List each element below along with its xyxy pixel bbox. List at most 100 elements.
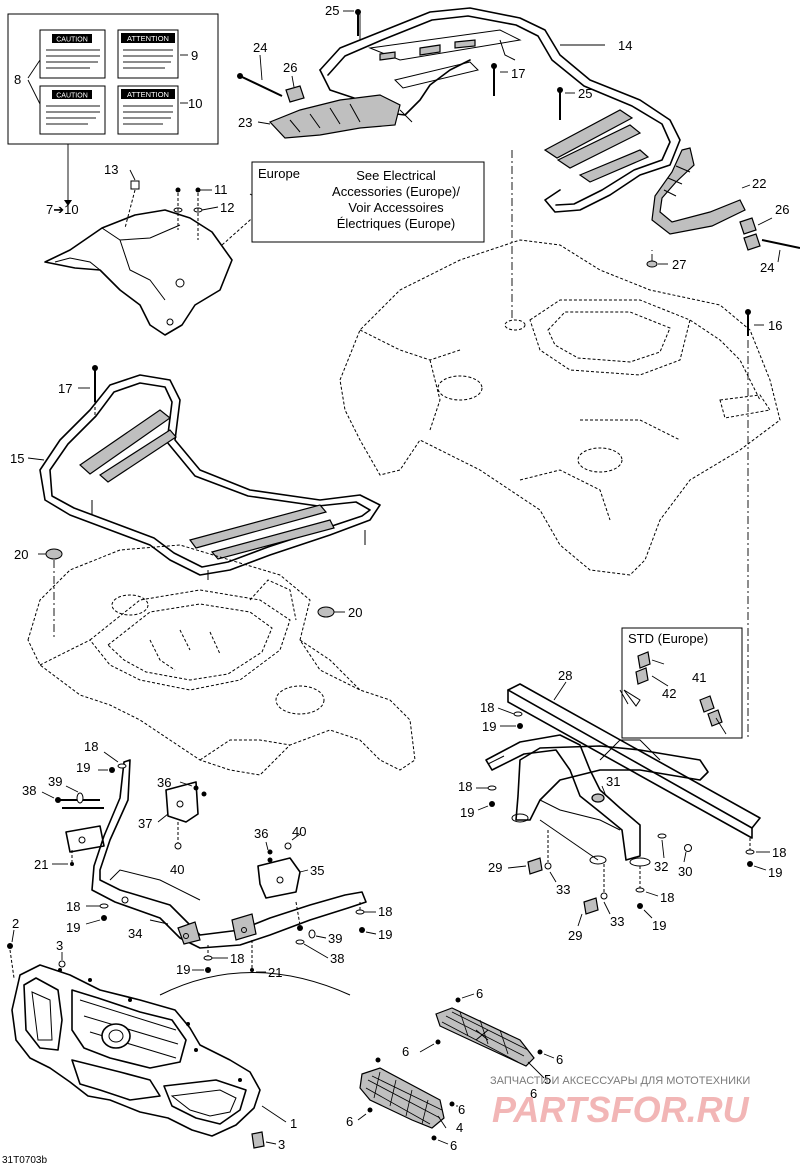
fastener-13 — [124, 169, 140, 229]
callout-24-right: 24 — [760, 260, 774, 275]
callout-6-c: 6 — [556, 1052, 563, 1067]
hardware-18-19-d — [355, 902, 377, 935]
callout-18-d: 18 — [378, 904, 392, 919]
bracket-35 — [257, 857, 309, 899]
callout-17-top: 17 — [511, 66, 525, 81]
callout-33-b: 33 — [610, 914, 624, 929]
front-fascia-part-1 — [11, 964, 351, 1137]
callout-14: 14 — [618, 38, 632, 53]
mesh-grille-5 — [435, 1007, 545, 1079]
screws-11-12 — [173, 187, 219, 240]
decal-panel: CAUTION ATTENTION CAUTION — [7, 13, 219, 206]
hardware-18-19-b — [85, 903, 109, 925]
callout-24-left: 24 — [253, 40, 267, 55]
callout-18-e: 18 — [480, 700, 494, 715]
callout-17-front: 17 — [58, 381, 72, 396]
grommet-27 — [646, 260, 668, 268]
bolt-38-left — [41, 791, 104, 809]
spacer-26-left — [285, 75, 305, 103]
callout-8: 8 — [14, 72, 21, 87]
bolt-25-right — [557, 87, 575, 120]
callout-29-b: 29 — [568, 928, 582, 943]
nut-40-right — [284, 833, 301, 850]
fasteners-30-32 — [657, 833, 692, 863]
callout-7-10: 7➔10 — [46, 202, 79, 217]
callout-9: 9 — [191, 48, 198, 63]
bolt-17-top — [491, 63, 508, 96]
clips-29-33 — [507, 830, 611, 927]
rear-bumper-28 — [485, 681, 761, 867]
grab-handle-22 — [651, 147, 751, 235]
hardware-18-19-f — [476, 785, 497, 811]
hardware-18-19-c — [192, 945, 228, 973]
callout-19-c: 19 — [176, 962, 190, 977]
decal-attention-1: ATTENTION — [117, 29, 179, 79]
callout-19-d: 19 — [378, 927, 392, 942]
callout-6-d: 6 — [530, 1086, 537, 1101]
callout-6-a: 6 — [476, 986, 483, 1001]
callout-19-g: 19 — [768, 865, 782, 880]
callout-18-g: 18 — [772, 845, 786, 860]
callout-39-right: 39 — [328, 931, 342, 946]
callout-42: 42 — [662, 686, 676, 701]
callout-41: 41 — [692, 670, 706, 685]
watermark-brand: PARTSFOR.RU — [492, 1089, 750, 1130]
callout-38-left: 38 — [22, 783, 36, 798]
rear-cover-part-7 — [44, 209, 233, 336]
callout-36-right: 36 — [254, 826, 268, 841]
callout-6-b: 6 — [402, 1044, 409, 1059]
screws-6 — [357, 993, 555, 1145]
callout-4: 4 — [456, 1120, 463, 1135]
callout-11: 11 — [214, 182, 228, 197]
hardware-18-19-h — [635, 866, 659, 919]
figure-code: 31T0703b — [2, 1155, 47, 1166]
callout-6-f: 6 — [346, 1114, 353, 1129]
fasteners-38-39-right — [295, 901, 329, 959]
callout-38-right: 38 — [330, 951, 344, 966]
bolt-24-right — [761, 239, 800, 263]
callout-26-left: 26 — [283, 60, 297, 75]
bolt-17-front — [78, 365, 98, 418]
washer-39-left — [65, 785, 84, 804]
callout-15: 15 — [10, 451, 24, 466]
callout-13: 13 — [104, 162, 118, 177]
callout-34: 34 — [128, 926, 142, 941]
front-fender-body — [27, 544, 416, 776]
screw-2 — [7, 929, 15, 979]
callout-3-bottom: 3 — [278, 1137, 285, 1152]
europe-heading: Europe — [258, 166, 300, 181]
bolt-21-bottom — [250, 940, 266, 973]
callout-21-bottom: 21 — [268, 965, 282, 980]
europe-line-3: Voir Accessoires — [348, 200, 444, 215]
std-europe-heading: STD (Europe) — [628, 631, 708, 646]
callout-27: 27 — [672, 257, 686, 272]
callout-18-c: 18 — [230, 951, 244, 966]
hardware-18-19-a — [98, 751, 127, 773]
bracket-37 — [157, 781, 199, 823]
watermark-tagline: ЗАПЧАСТИ И АКСЕССУАРЫ ДЛЯ МОТОТЕХНИКИ — [490, 1075, 750, 1087]
decal-attention-2: ATTENTION — [117, 85, 179, 135]
decal-caution-1: CAUTION — [39, 29, 106, 79]
clip-3-top — [58, 952, 66, 968]
callout-20-right: 20 — [348, 605, 362, 620]
callout-19-h: 19 — [652, 918, 666, 933]
europe-line-4: Électriques (Europe) — [337, 216, 456, 231]
rear-fender-body — [339, 239, 781, 576]
callout-25-right: 25 — [578, 86, 592, 101]
callout-29-a: 29 — [488, 860, 502, 875]
bolts-36-right — [265, 841, 273, 863]
front-bumper-34 — [91, 759, 367, 949]
callout-6-e: 6 — [458, 1102, 465, 1117]
hardware-18-19-g — [745, 838, 770, 871]
bolt-24-left — [237, 54, 283, 97]
callout-20-left: 20 — [14, 547, 28, 562]
callout-26-right: 26 — [775, 202, 789, 217]
callout-28: 28 — [558, 668, 572, 683]
callout-18-f: 18 — [458, 779, 472, 794]
callout-32: 32 — [654, 859, 668, 874]
mesh-grille-4 — [359, 1067, 447, 1129]
callout-35: 35 — [310, 863, 324, 878]
callout-19-b: 19 — [66, 920, 80, 935]
bolt-25-top — [343, 9, 361, 36]
